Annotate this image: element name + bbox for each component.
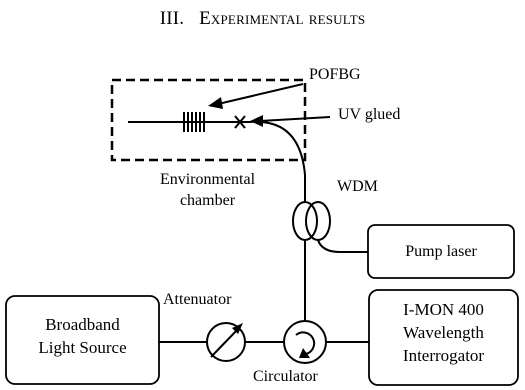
section-number: III. — [159, 8, 185, 29]
interrogator-line2: Wavelength — [403, 322, 484, 342]
section-title: Experimental results — [199, 8, 366, 29]
pofbg-arrow — [208, 83, 304, 109]
circulator-label: Circulator — [253, 368, 318, 385]
chamber-label: Environmental chamber — [110, 170, 305, 212]
interrogator-box — [368, 289, 519, 386]
interrogator-line1: I-MON 400 — [403, 300, 484, 319]
attenuator-label: Attenuator — [163, 291, 232, 308]
light-source-line2: Light Source — [38, 337, 127, 357]
chamber-label-line2: chamber — [179, 191, 236, 209]
uv-glued-arrow — [250, 115, 331, 127]
pofbg-label: POFBG — [309, 66, 361, 83]
interrogator-line3: Interrogator — [402, 345, 485, 365]
pump-laser-label: Pump laser — [405, 243, 477, 260]
circulator-icon — [283, 320, 327, 364]
glue-point-icon — [234, 115, 246, 129]
light-source-label: Broadband Light Source — [6, 314, 159, 360]
light-source-line1: Broadband — [45, 315, 120, 334]
interrogator-label: I-MON 400 Wavelength Interrogator — [369, 299, 518, 368]
section-heading: III. Experimental results — [0, 8, 525, 30]
wdm-label: WDM — [337, 178, 378, 195]
uv-glued-label: UV glued — [338, 106, 401, 123]
pump-laser-box — [367, 224, 515, 279]
attenuator-icon — [206, 322, 246, 362]
environmental-chamber-box — [110, 78, 307, 162]
grating-icon — [183, 112, 205, 132]
chamber-label-line1: Environmental — [159, 171, 256, 188]
fiber-to-pump — [317, 239, 368, 253]
light-source-box — [5, 295, 160, 385]
